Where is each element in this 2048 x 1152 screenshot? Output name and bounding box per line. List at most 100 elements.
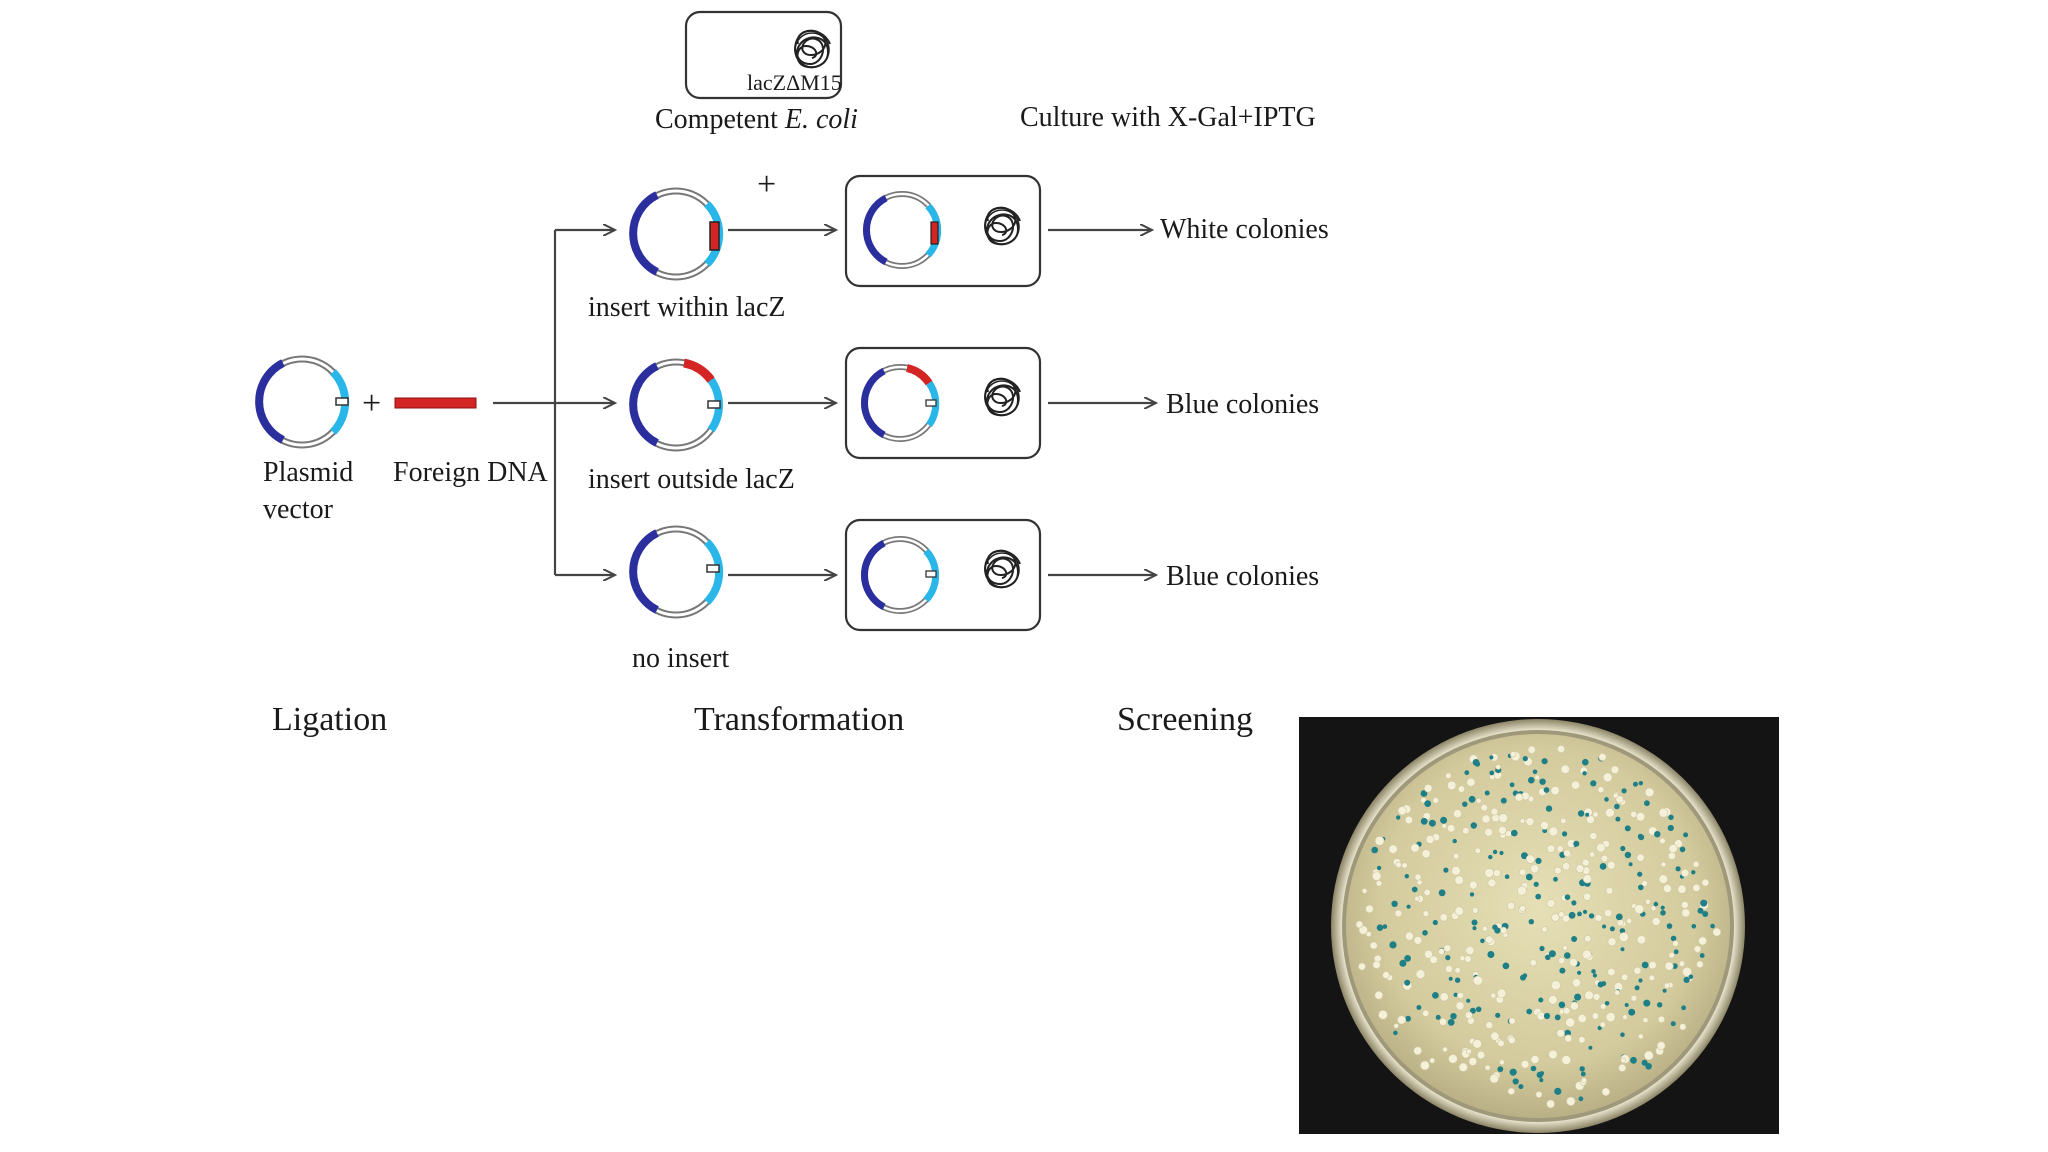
blue-colony bbox=[1691, 870, 1696, 875]
white-colony bbox=[1618, 1063, 1627, 1072]
blue-colony bbox=[1422, 930, 1428, 936]
blue-colony bbox=[1489, 755, 1494, 760]
blue-colony bbox=[1568, 911, 1576, 919]
blue-colony bbox=[1404, 979, 1411, 986]
blue-colony bbox=[1592, 973, 1597, 978]
white-colony bbox=[1453, 809, 1462, 819]
blue-colony bbox=[1637, 871, 1643, 877]
white-colony bbox=[1546, 844, 1556, 853]
blue-colony bbox=[1489, 770, 1495, 776]
white-colony bbox=[1405, 931, 1414, 941]
white-colony bbox=[1365, 931, 1372, 938]
white-colony bbox=[1556, 845, 1564, 853]
blue-colony bbox=[1488, 854, 1493, 860]
white-colony bbox=[1596, 842, 1606, 853]
white-colony bbox=[1438, 948, 1445, 955]
white-colony bbox=[1605, 1012, 1616, 1022]
blue-colony bbox=[1679, 846, 1686, 853]
white-colony bbox=[1692, 860, 1700, 868]
blue-colony bbox=[1604, 797, 1609, 802]
white-colony bbox=[1633, 966, 1642, 975]
white-colony bbox=[1645, 898, 1651, 905]
white-colony bbox=[1472, 1039, 1482, 1049]
blue-colony bbox=[1628, 1008, 1636, 1016]
white-colony bbox=[1525, 817, 1535, 827]
step-label-ligation: Ligation bbox=[272, 701, 387, 738]
white-colony bbox=[1382, 971, 1390, 979]
white-colony bbox=[1506, 901, 1516, 911]
plasmid-label-line1: Plasmid bbox=[263, 457, 353, 488]
white-colony bbox=[1556, 1028, 1565, 1038]
white-colony bbox=[1563, 849, 1571, 857]
blue-colony bbox=[1675, 866, 1681, 872]
blue-colony bbox=[1545, 805, 1553, 812]
white-colony bbox=[1497, 1039, 1505, 1047]
white-colony bbox=[1583, 892, 1592, 901]
white-colony bbox=[1656, 1041, 1666, 1050]
white-colony bbox=[1476, 797, 1482, 804]
white-colony bbox=[1425, 835, 1435, 844]
white-colony bbox=[1605, 886, 1614, 895]
blue-colony bbox=[1641, 961, 1649, 969]
white-colony bbox=[1560, 817, 1567, 825]
white-colony bbox=[1429, 955, 1438, 964]
petri-dish-photo bbox=[1299, 717, 1779, 1134]
white-colony bbox=[1527, 745, 1536, 754]
white-colony bbox=[1453, 853, 1460, 860]
blue-colony bbox=[1494, 927, 1501, 934]
white-colony bbox=[1612, 792, 1619, 799]
white-colony bbox=[1554, 866, 1562, 875]
white-colony bbox=[1469, 880, 1478, 890]
blue-colony bbox=[1454, 977, 1461, 983]
white-colony bbox=[1358, 962, 1366, 971]
white-colony bbox=[1458, 1062, 1468, 1072]
white-colony bbox=[1602, 772, 1613, 783]
white-colony bbox=[1620, 1057, 1626, 1064]
blue-colony bbox=[1657, 1002, 1663, 1008]
blue-colony bbox=[1673, 949, 1679, 955]
blue-colony bbox=[1448, 976, 1453, 981]
blue-colony bbox=[1416, 1005, 1422, 1010]
blue-colony bbox=[1495, 1012, 1501, 1018]
blue-colony bbox=[1520, 974, 1526, 981]
blue-colony bbox=[1637, 833, 1644, 840]
blue-colony bbox=[1562, 831, 1568, 837]
white-colony bbox=[1530, 1055, 1540, 1064]
plasmid-insert-within-lacz bbox=[629, 187, 724, 281]
blue-colony bbox=[1512, 1078, 1519, 1085]
white-colony bbox=[1581, 1077, 1588, 1084]
white-colony bbox=[1401, 862, 1408, 869]
blue-colony bbox=[1393, 1030, 1398, 1036]
white-colony bbox=[1424, 949, 1433, 959]
white-colony bbox=[1372, 960, 1381, 969]
white-colony bbox=[1473, 975, 1483, 986]
blue-colony bbox=[1571, 900, 1577, 906]
white-colony bbox=[1416, 879, 1423, 886]
white-colony bbox=[1546, 1099, 1555, 1109]
white-colony bbox=[1514, 793, 1524, 802]
blue-colony bbox=[1539, 1078, 1544, 1083]
blue-colony bbox=[1666, 923, 1673, 929]
white-colony bbox=[1432, 797, 1439, 804]
white-colony bbox=[1485, 1021, 1494, 1029]
white-colony bbox=[1495, 764, 1501, 770]
white-colony bbox=[1423, 888, 1431, 897]
white-colony bbox=[1465, 945, 1475, 955]
white-colony bbox=[1489, 1073, 1499, 1084]
blue-colony bbox=[1590, 780, 1597, 787]
competent-ecoli-cell: lacZΔM15 bbox=[684, 10, 843, 100]
white-colony bbox=[1648, 974, 1656, 981]
blue-colony bbox=[1528, 776, 1535, 784]
white-colony bbox=[1481, 925, 1488, 932]
blue-colony bbox=[1492, 849, 1498, 855]
blue-colony bbox=[1667, 824, 1674, 832]
plasmid-insert-outside-lacz bbox=[629, 358, 724, 452]
white-colony bbox=[1457, 785, 1466, 793]
step-label-screening: Screening bbox=[1117, 701, 1253, 738]
white-colony bbox=[1474, 847, 1481, 854]
white-colony bbox=[1570, 1001, 1579, 1011]
blue-colony bbox=[1615, 913, 1623, 921]
step-label-transformation: Transformation bbox=[694, 701, 904, 738]
white-colony bbox=[1565, 1017, 1576, 1028]
blue-colony bbox=[1447, 1019, 1455, 1026]
